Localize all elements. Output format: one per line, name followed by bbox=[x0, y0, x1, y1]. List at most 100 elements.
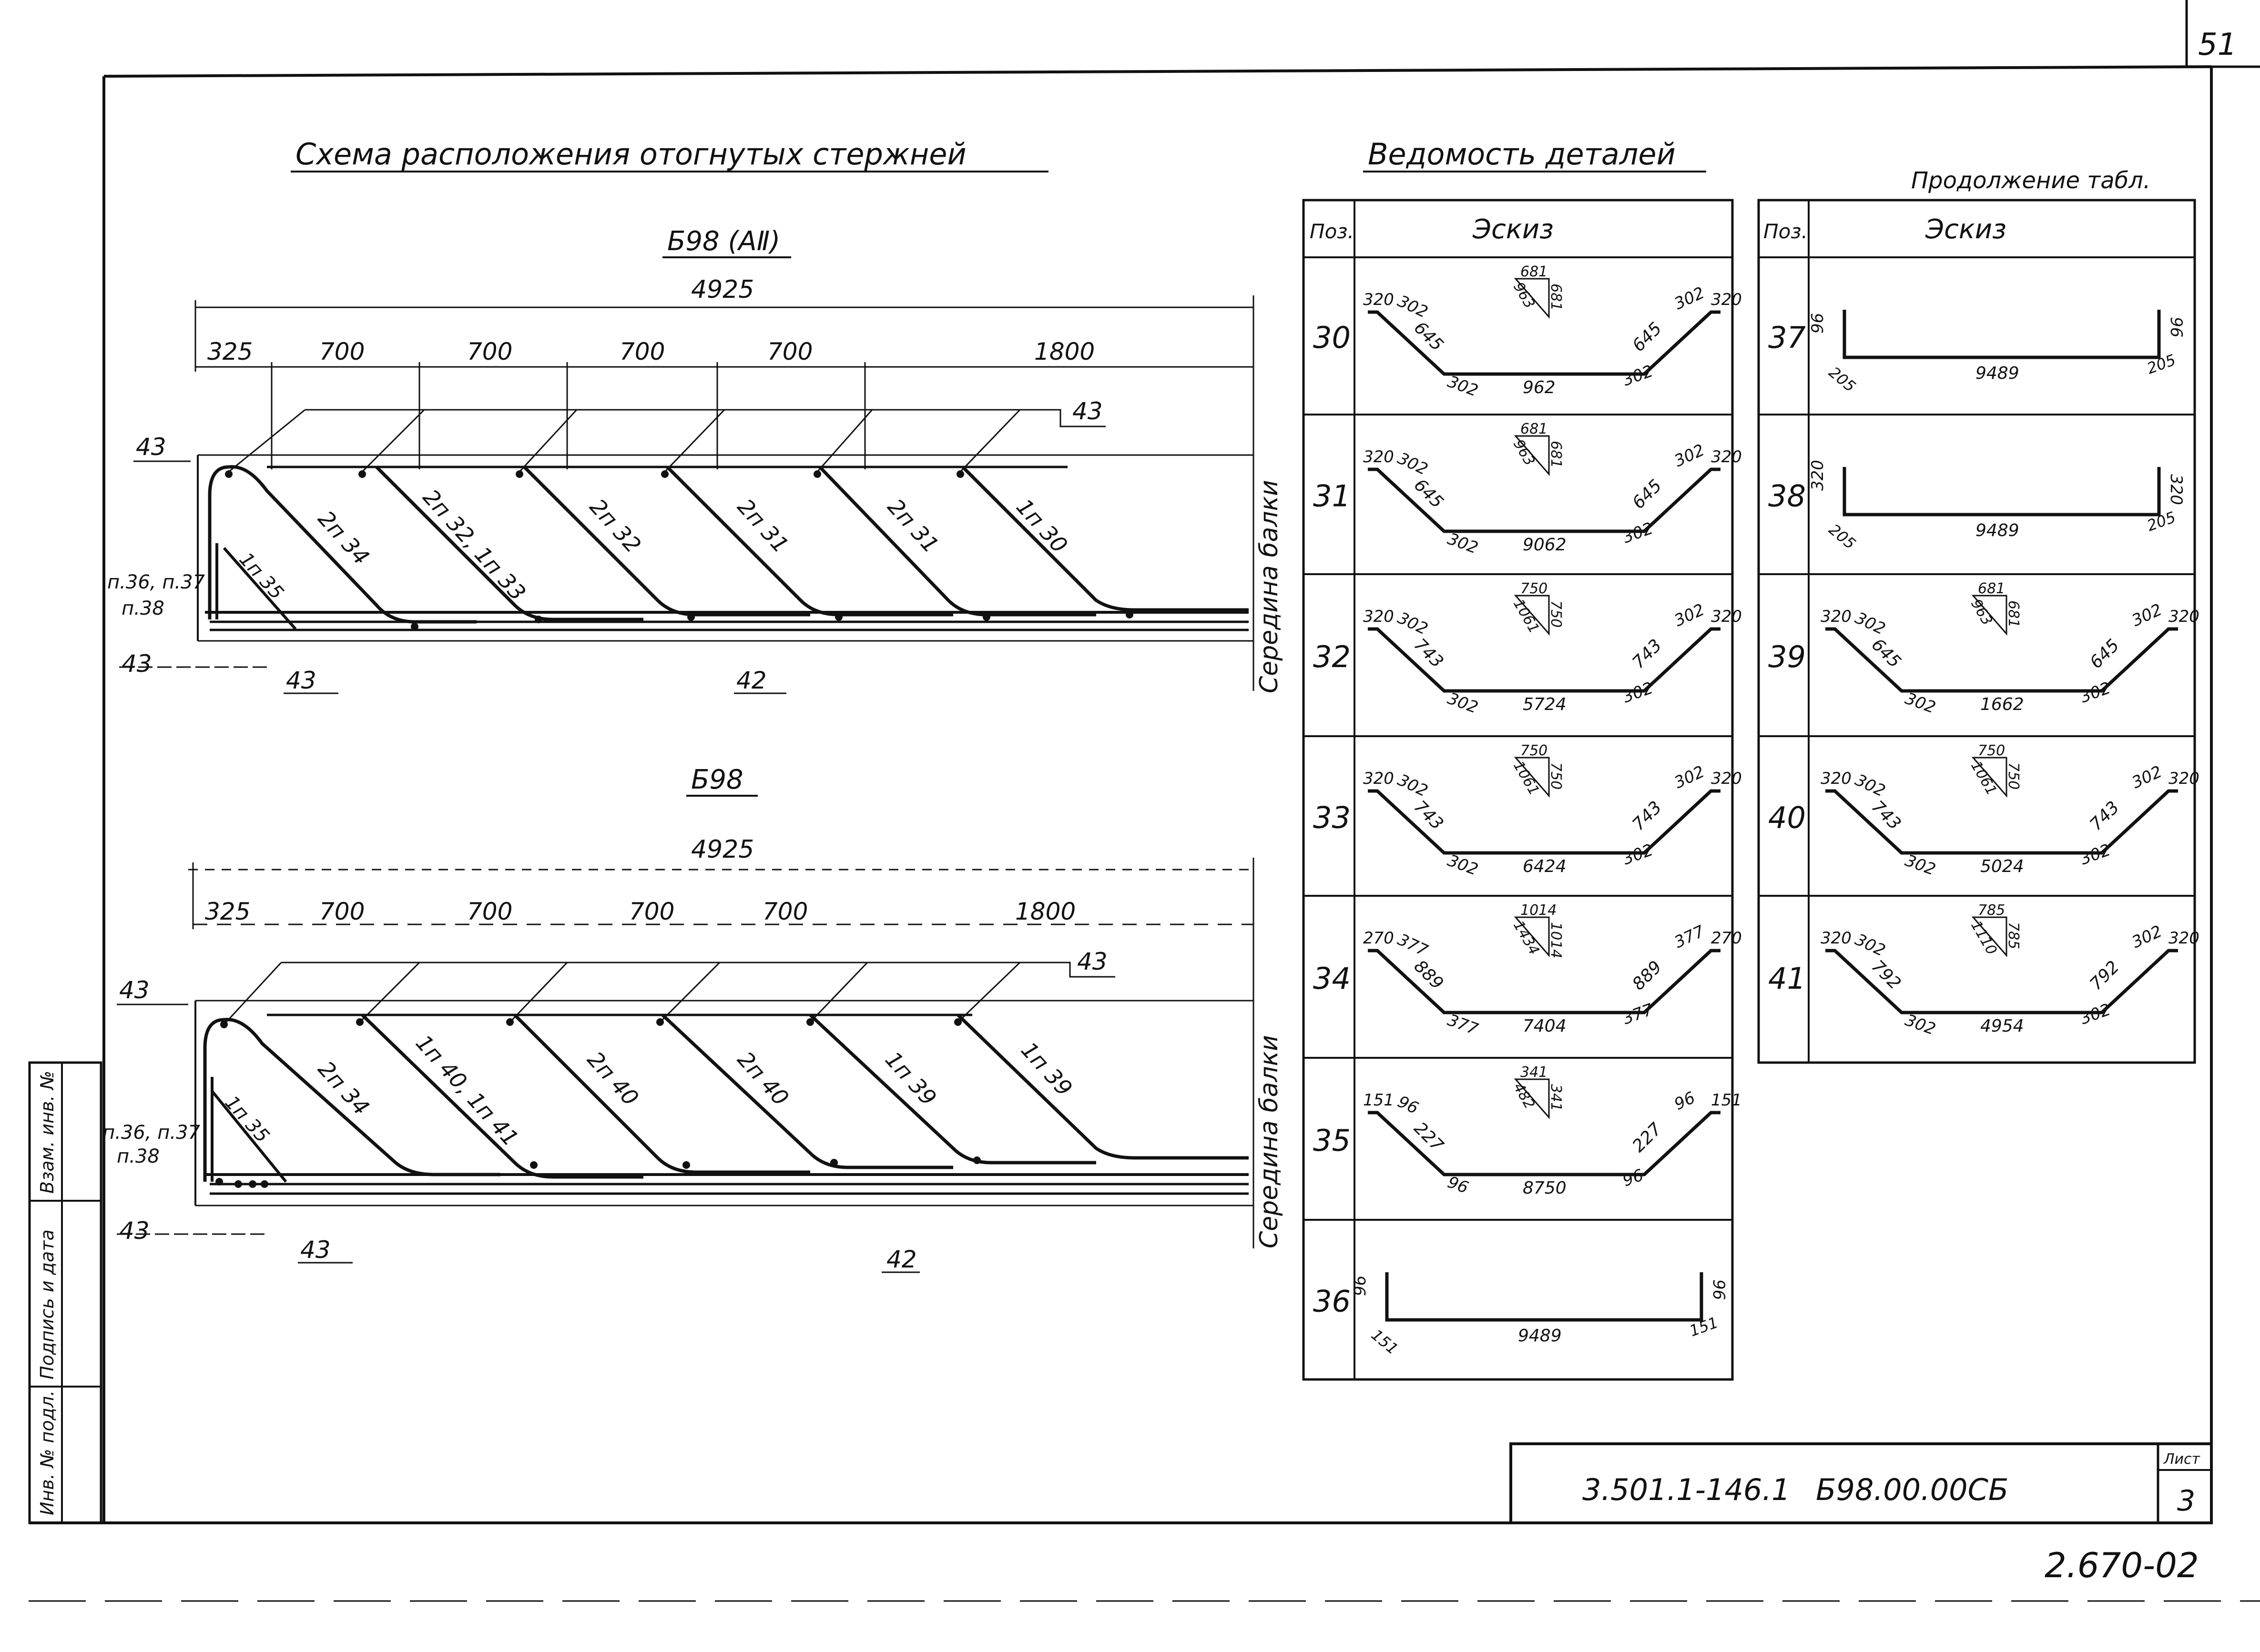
right-row-40-tri-b: 1061 bbox=[1967, 759, 2000, 799]
bottom-bar-label-4: 2п 40 bbox=[733, 1046, 794, 1111]
left-row-31-seg-bl: 302 bbox=[1445, 529, 1481, 558]
left-row-30-seg-br: 302 bbox=[1620, 362, 1656, 390]
left-row-31-seg-r: 302 bbox=[1671, 440, 1708, 471]
left-row-31-bottom: 9062 bbox=[1523, 535, 1567, 555]
right-row-38-seg-l: 205 bbox=[1825, 520, 1859, 553]
top-pos-43-right: 43 bbox=[1072, 397, 1103, 425]
beam-top-label: Б98 (АⅡ) bbox=[667, 226, 780, 257]
beam-bottom-label: Б98 bbox=[691, 764, 743, 795]
left-row-32-leg-r: 320 bbox=[1711, 607, 1742, 626]
top-seg-4: 700 bbox=[620, 338, 665, 365]
left-row-32-seg-r: 302 bbox=[1671, 600, 1708, 630]
left-row-32-tri bbox=[1514, 595, 1550, 636]
top-bar-label-5: 2п 31 bbox=[883, 494, 944, 558]
table-right: Поз. Эскиз bbox=[1757, 199, 2196, 1064]
right-row-41-bottom: 4954 bbox=[1980, 1016, 2024, 1036]
left-row-32-seg-br: 302 bbox=[1620, 679, 1656, 707]
right-row-41-tri-c: 785 bbox=[2005, 922, 2022, 949]
bottom-seg-5: 700 bbox=[763, 898, 808, 925]
left-row-32-seg-bl: 302 bbox=[1445, 689, 1481, 718]
right-row-41-diag-r: 792 bbox=[2086, 957, 2123, 994]
left-row-31-bar bbox=[1368, 467, 1720, 533]
left-row-30-leg-l: 320 bbox=[1363, 290, 1394, 309]
top-seg-3: 700 bbox=[467, 338, 512, 365]
right-row-39-leg-l: 320 bbox=[1821, 607, 1852, 626]
right-row-39-bar bbox=[1825, 627, 2178, 693]
right-row-39-seg-bl: 302 bbox=[1903, 689, 1938, 718]
left-row-30-seg-bl: 302 bbox=[1445, 372, 1481, 401]
left-row-31-diag-r: 645 bbox=[1629, 476, 1666, 513]
right-row-38-bottom: 9489 bbox=[1975, 521, 2019, 540]
left-row-35-tri-c: 341 bbox=[1547, 1084, 1564, 1111]
top-bar-label-7: 1п 35 bbox=[235, 548, 288, 604]
top-bar-label-3: 2п 32 bbox=[585, 494, 646, 558]
left-row-34-leg-l: 270 bbox=[1363, 929, 1394, 948]
left-row-30-bottom: 962 bbox=[1523, 378, 1556, 397]
right-row-39-leg-r: 320 bbox=[2168, 607, 2199, 626]
title-block bbox=[1509, 1442, 2213, 1524]
top-seg-2: 700 bbox=[319, 338, 365, 365]
left-row-33-seg-br: 302 bbox=[1620, 841, 1656, 869]
bottom-code: 2.670-02 bbox=[2045, 1545, 2199, 1585]
left-row-31-leg-r: 320 bbox=[1711, 447, 1742, 466]
left-row-30-leg-r: 320 bbox=[1711, 290, 1742, 309]
left-row-36-bar bbox=[1385, 1272, 1703, 1322]
sheet-number: 51 bbox=[2198, 27, 2237, 62]
left-row-35-tri-a: 341 bbox=[1520, 1064, 1547, 1081]
right-row-40-leg-r: 320 bbox=[2168, 769, 2199, 788]
right-row-39-seg-r: 302 bbox=[2129, 600, 2165, 630]
bottom-bar-label-2: 1п 40, 1п 41 bbox=[411, 1030, 524, 1151]
left-row-32-pos: 32 bbox=[1313, 639, 1351, 674]
right-row-40-seg-bl: 302 bbox=[1903, 851, 1938, 880]
right-row-38-pos: 38 bbox=[1768, 479, 1806, 514]
left-row-31-pos: 31 bbox=[1313, 479, 1351, 514]
right-row-40-seg-br: 302 bbox=[2077, 841, 2113, 869]
right-row-41-pos: 41 bbox=[1768, 961, 1806, 996]
stamp-inv-label: Инв. № подл. bbox=[37, 1390, 58, 1515]
left-row-34-bar bbox=[1368, 949, 1720, 1014]
table-title: Ведомость деталей bbox=[1368, 137, 1676, 172]
left-row-33-bottom: 6424 bbox=[1523, 857, 1567, 876]
left-row-32-tri-a: 750 bbox=[1520, 580, 1547, 597]
left-row-36-seg-r: 151 bbox=[1687, 1313, 1720, 1340]
left-row-30-seg-r: 302 bbox=[1671, 283, 1708, 314]
left-row-36-pos: 36 bbox=[1313, 1284, 1351, 1319]
top-pos-43-left: 43 bbox=[136, 433, 166, 461]
table-left: Поз. Эскиз bbox=[1302, 199, 1734, 1381]
bottom-seg-3: 700 bbox=[467, 898, 512, 925]
left-row-30-diag-r: 645 bbox=[1629, 319, 1666, 356]
bottom-pos-42: 42 bbox=[886, 1246, 917, 1273]
bottom-mid-label: Середина балки bbox=[1255, 1035, 1283, 1248]
right-row-41-seg-l: 302 bbox=[1852, 930, 1888, 961]
left-col-sketch: Эскиз bbox=[1472, 214, 1554, 245]
right-row-38-leg-r: 320 bbox=[2167, 474, 2186, 505]
right-row-41-bar bbox=[1825, 949, 2178, 1014]
left-row-36-leg-r: 96 bbox=[1709, 1279, 1728, 1300]
right-row-40-seg-l: 302 bbox=[1852, 770, 1888, 801]
top-bar-label-1: 2п 34 bbox=[313, 506, 375, 570]
right-row-38-bar bbox=[1843, 467, 2161, 517]
left-row-33-tri bbox=[1514, 757, 1550, 798]
left-row-31-tri-c: 681 bbox=[1547, 441, 1564, 468]
bottom-seg-4: 700 bbox=[629, 898, 674, 925]
right-row-41-tri bbox=[1971, 916, 2007, 957]
right-row-41-seg-br: 302 bbox=[2077, 1000, 2113, 1029]
top-seg-6: 1800 bbox=[1034, 338, 1095, 365]
stamp-replace-label: Взам. инв. № bbox=[37, 1071, 58, 1194]
left-row-34-diag-r: 889 bbox=[1629, 957, 1666, 994]
left-row-33-bar bbox=[1368, 789, 1720, 855]
left-row-35-seg-l: 96 bbox=[1395, 1092, 1421, 1118]
top-bar-label-4: 2п 31 bbox=[733, 494, 794, 558]
right-row-38-leg-l: 320 bbox=[1808, 460, 1827, 491]
bottom-pos-side: п.36, п.37 bbox=[102, 1122, 201, 1144]
left-row-30-seg-l: 302 bbox=[1395, 292, 1431, 322]
top-total-dim: 4925 bbox=[691, 275, 754, 304]
left-row-31-leg-l: 320 bbox=[1363, 447, 1394, 466]
left-row-33-seg-bl: 302 bbox=[1445, 851, 1481, 880]
doc-mark: Б98.00.00СБ bbox=[1816, 1472, 2008, 1507]
right-row-41-tri-b: 1110 bbox=[1967, 918, 2000, 958]
right-row-40-pos: 40 bbox=[1768, 801, 1806, 835]
left-row-32-leg-l: 320 bbox=[1363, 607, 1394, 626]
right-row-37-leg-r: 96 bbox=[2167, 317, 2186, 337]
